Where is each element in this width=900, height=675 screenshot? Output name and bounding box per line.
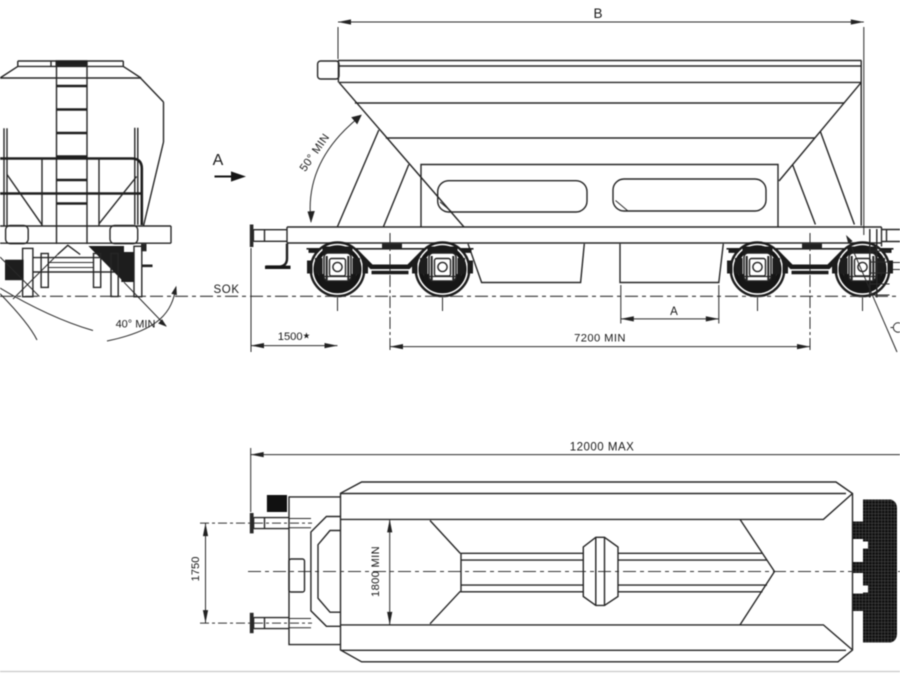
svg-text:12000 MAX: 12000 MAX [570,442,635,454]
svg-text:B: B [593,6,602,21]
svg-text:7200 MIN: 7200 MIN [574,333,626,345]
svg-text:1800 MIN: 1800 MIN [370,546,382,597]
svg-text:40° MIN: 40° MIN [116,319,156,331]
svg-text:A: A [213,152,224,169]
svg-text:1500★: 1500★ [278,331,311,344]
svg-text:A: A [670,306,678,318]
svg-text:SOK: SOK [214,284,240,296]
svg-text:1750: 1750 [190,557,202,582]
